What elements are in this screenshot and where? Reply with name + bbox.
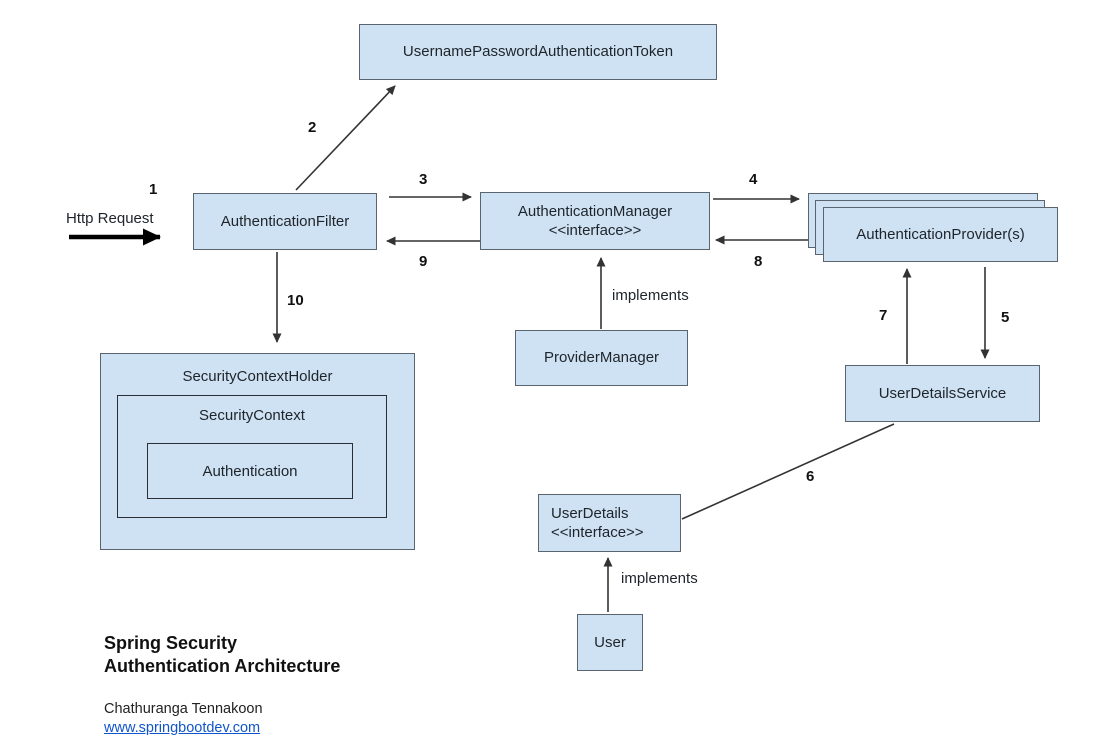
node-user-details-service: UserDetailsService	[845, 365, 1040, 422]
http-request-label: Http Request	[66, 210, 154, 227]
node-provider-manager: ProviderManager	[515, 330, 688, 386]
node-stereotype: <<interface>>	[551, 524, 644, 541]
node-label: UsernamePasswordAuthenticationToken	[402, 43, 674, 61]
diagram-title: Spring Security Authentication Architect…	[104, 632, 340, 677]
diagram-title-line1: Spring Security	[104, 633, 238, 653]
node-authentication: Authentication	[147, 443, 353, 499]
website-link[interactable]: www.springbootdev.com	[104, 720, 261, 736]
step-label-10: 10	[287, 292, 304, 309]
step-label-3: 3	[419, 171, 428, 188]
node-label: AuthenticationProvider(s)	[856, 225, 1025, 243]
node-user: User	[577, 614, 643, 671]
node-label: SecurityContext	[199, 407, 305, 424]
author-name: Chathuranga Tennakoon	[104, 701, 263, 717]
node-authentication-filter: AuthenticationFilter	[193, 193, 377, 250]
node-stereotype: <<interface>>	[548, 222, 642, 239]
node-label: AuthenticationManager <<interface>>	[518, 202, 672, 241]
node-label: UserDetailsService	[878, 384, 1007, 402]
node-authentication-providers: AuthenticationProvider(s)	[823, 207, 1058, 262]
step-label-6: 6	[806, 468, 815, 485]
node-label: UserDetails <<interface>>	[551, 504, 644, 543]
node-title: AuthenticationManager	[517, 202, 673, 220]
node-label: AuthenticationFilter	[220, 212, 350, 230]
step-label-9: 9	[419, 253, 428, 270]
line-step-6	[681, 423, 895, 520]
node-security-context: SecurityContext	[117, 395, 387, 518]
node-label: User	[594, 633, 626, 651]
step-label-4: 4	[749, 171, 758, 188]
node-label: Authentication	[202, 462, 298, 480]
node-label: SecurityContextHolder	[182, 368, 333, 385]
node-username-password-authentication-token: UsernamePasswordAuthenticationToken	[359, 24, 717, 80]
implements-label-provider-manager: implements	[612, 287, 689, 304]
step-label-1: 1	[149, 181, 158, 198]
diagram-title-line2: Authentication Architecture	[104, 655, 341, 676]
step-label-2: 2	[308, 119, 317, 136]
step-label-5: 5	[1001, 309, 1010, 326]
node-label: ProviderManager	[543, 349, 660, 367]
implements-label-user: implements	[621, 570, 698, 587]
node-title: UserDetails	[551, 504, 629, 522]
step-label-8: 8	[754, 253, 763, 270]
arrow-step-2	[295, 85, 396, 191]
node-authentication-manager: AuthenticationManager <<interface>>	[480, 192, 710, 250]
step-label-7: 7	[879, 307, 888, 324]
node-user-details: UserDetails <<interface>>	[538, 494, 681, 552]
